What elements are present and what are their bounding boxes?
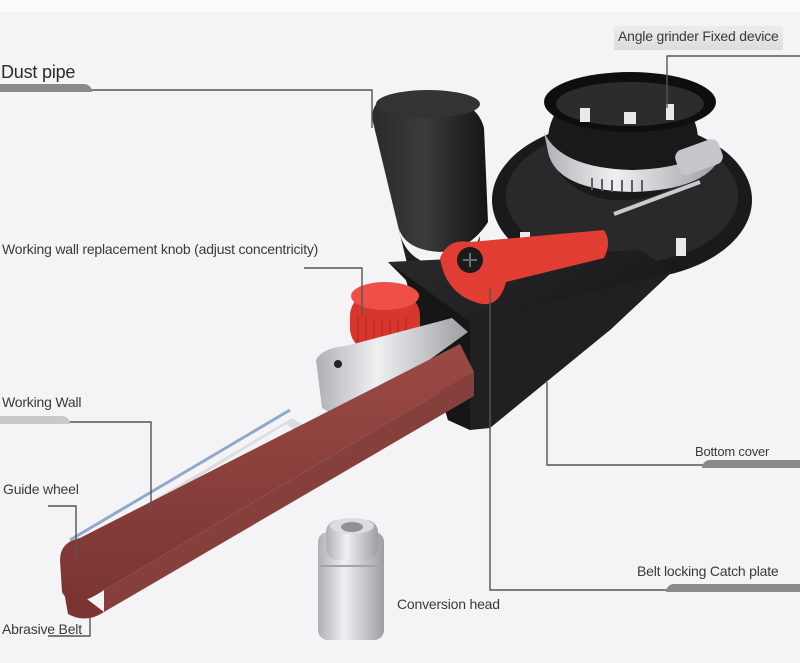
- label-tab-working-wall: [0, 416, 70, 424]
- label-working-wall-replacement-knob: Working wall replacement knob (adjust co…: [2, 241, 319, 257]
- top-band: [0, 0, 800, 12]
- label-belt-locking-catch-plate: Belt locking Catch plate: [637, 563, 779, 579]
- abrasive-belt: [60, 344, 474, 619]
- label-guide-wheel: Guide wheel: [3, 481, 79, 497]
- leader-abrasive-belt: [48, 618, 91, 637]
- red-lock-lever: [440, 230, 608, 305]
- label-conversion-head: Conversion head: [397, 596, 500, 612]
- leader-knob: [304, 267, 363, 316]
- label-working-wall: Working Wall: [2, 394, 82, 410]
- conversion-head: [318, 518, 384, 640]
- label-angle-grinder-fixed-device: Angle grinder Fixed device: [614, 26, 783, 50]
- label-bottom-cover: Bottom cover: [695, 444, 770, 459]
- leader-angle-grinder: [666, 55, 800, 108]
- leader-guide-wheel: [48, 505, 77, 558]
- label-dust-pipe: Dust pipe: [1, 62, 76, 82]
- angle-grinder-fixed-device: [492, 72, 752, 280]
- leader-working-wall: [40, 421, 152, 510]
- label-tab-belt-locking: [666, 584, 800, 592]
- label-tab-bottom-cover: [702, 460, 800, 468]
- label-tab-dust-pipe: [0, 84, 92, 92]
- label-abrasive-belt: Abrasive Belt: [2, 621, 82, 637]
- leader-dust-pipe: [0, 89, 373, 128]
